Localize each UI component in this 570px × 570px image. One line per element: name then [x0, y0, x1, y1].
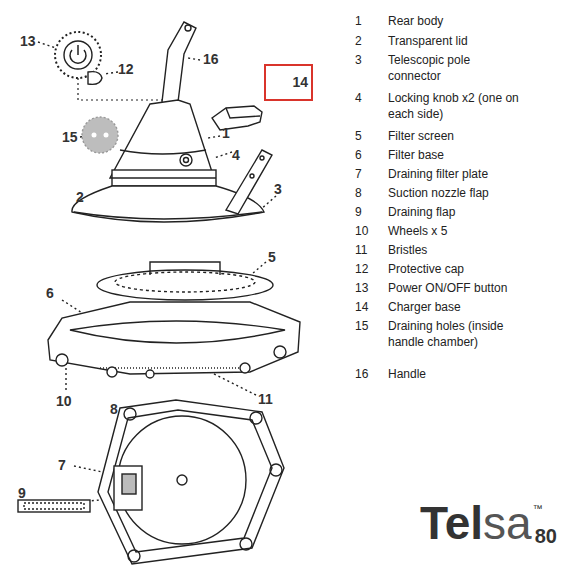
callout-number: 3: [274, 180, 282, 198]
callout-number: 1: [222, 124, 230, 142]
callout-number: 6: [46, 284, 54, 302]
callout-number: 7: [58, 456, 66, 474]
part-name: Filter screen: [388, 129, 523, 145]
part-name: Draining flap: [388, 205, 523, 221]
callout-number: 11: [258, 390, 273, 408]
part-name: Draining holes (inside handle chamber): [388, 319, 523, 350]
callout-number: 16: [203, 50, 219, 68]
list-number: 7: [355, 167, 362, 183]
callout-number: 5: [268, 248, 276, 266]
logo-text: Tel: [420, 500, 483, 546]
list-number: 10: [355, 224, 368, 240]
list-number: 16: [355, 367, 368, 383]
model-number: 80: [535, 526, 557, 546]
callout-number: 9: [18, 484, 26, 502]
part-name: Suction nozzle flap: [388, 186, 523, 202]
part-name: Rear body: [388, 14, 523, 30]
logo-text: sa: [483, 500, 532, 546]
part-name: Draining filter plate: [388, 167, 523, 183]
list-number: 3: [355, 53, 362, 69]
callout-number: 2: [76, 188, 84, 206]
highlight-box: 14: [264, 64, 313, 101]
part-name: Wheels x 5: [388, 224, 523, 240]
part-name: Filter base: [388, 148, 523, 164]
list-number: 8: [355, 186, 362, 202]
part-name: Charger base: [388, 300, 523, 316]
callout-number: 14: [266, 73, 311, 91]
callout-number: 10: [56, 392, 72, 410]
list-number: 13: [355, 281, 368, 297]
callout-number: 12: [118, 60, 134, 78]
list-number: 12: [355, 262, 368, 278]
list-number: 6: [355, 148, 362, 164]
callout-number: 8: [110, 400, 118, 418]
part-name: Bristles: [388, 243, 523, 259]
callout-number: 15: [62, 128, 78, 146]
part-name: Protective cap: [388, 262, 523, 278]
part-name: Telescopic pole connector: [388, 53, 523, 84]
list-number: 14: [355, 300, 368, 316]
part-name: Power ON/OFF button: [388, 281, 523, 297]
part-name: Handle: [388, 367, 523, 383]
list-number: 15: [355, 319, 368, 335]
list-number: 2: [355, 34, 362, 50]
part-name: Transparent lid: [388, 34, 523, 50]
list-number: 1: [355, 14, 362, 30]
callout-number: 13: [20, 32, 36, 50]
list-number: 4: [355, 91, 362, 107]
list-number: 9: [355, 205, 362, 221]
list-number: 5: [355, 129, 362, 145]
part-name: Locking knob x2 (one on each side): [388, 91, 523, 122]
trademark: ™: [533, 502, 543, 515]
list-number: 11: [355, 243, 367, 259]
callout-number: 4: [232, 146, 240, 164]
